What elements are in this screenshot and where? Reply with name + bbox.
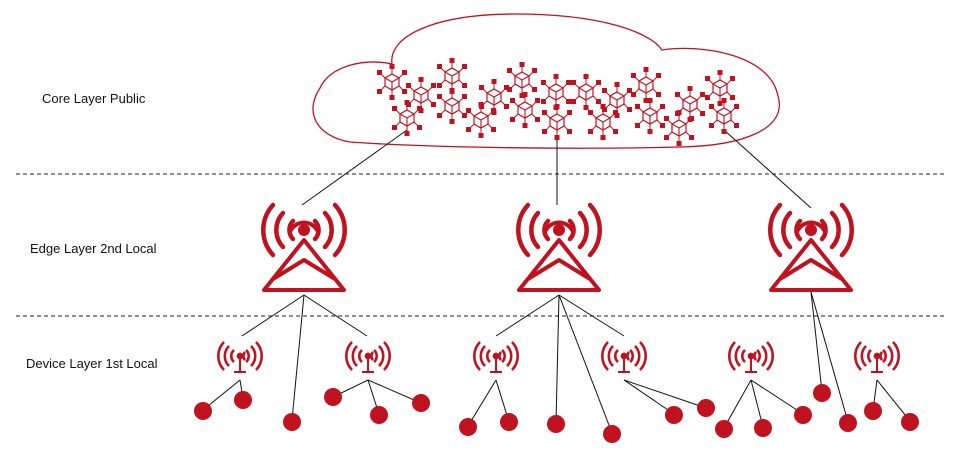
device-dot-icon (283, 413, 301, 431)
device-dot-icon (697, 399, 715, 417)
antenna-icon (853, 340, 901, 374)
cloud-icon (312, 13, 780, 149)
device-dot-icon (901, 413, 919, 431)
core-edge-link-1 (301, 129, 408, 206)
device-dot-icon (459, 418, 477, 436)
radio-tower-icon (263, 205, 344, 290)
device-dot-icon (794, 406, 812, 424)
core-edge-link-3 (723, 129, 812, 209)
device-dot-icon (754, 419, 772, 437)
radio-tower-icon (770, 205, 851, 290)
radio-tower-icon (518, 205, 599, 290)
device-dot-icon (547, 415, 565, 433)
edge-layer-label: Edge Layer 2nd Local (30, 241, 157, 256)
core-layer-label: Core Layer Public (42, 91, 146, 106)
device-dot-icon (500, 413, 518, 431)
antenna-icon (216, 340, 264, 374)
device-dot-icon (813, 384, 831, 402)
device-dot-icon (864, 402, 882, 420)
device-dot-icon (665, 406, 683, 424)
edge-device-links (241, 291, 849, 434)
device-dot-icon (412, 394, 430, 412)
device-dot-icon (715, 420, 733, 438)
device-dot-icon (603, 425, 621, 443)
device-dot-icon (370, 406, 388, 424)
device-dot-icon (324, 388, 342, 406)
devices (194, 384, 919, 443)
edge-towers (263, 205, 851, 290)
device-dot-icon (839, 414, 857, 432)
device-gateways (216, 340, 901, 374)
device-dot-icon (234, 391, 252, 409)
antenna-icon (472, 340, 520, 374)
antenna-icon (727, 340, 775, 374)
device-layer-label: Device Layer 1st Local (26, 356, 158, 371)
antenna-icon (344, 340, 392, 374)
gateway-device-links (202, 379, 911, 429)
device-dot-icon (194, 402, 212, 420)
antenna-icon (600, 340, 648, 374)
